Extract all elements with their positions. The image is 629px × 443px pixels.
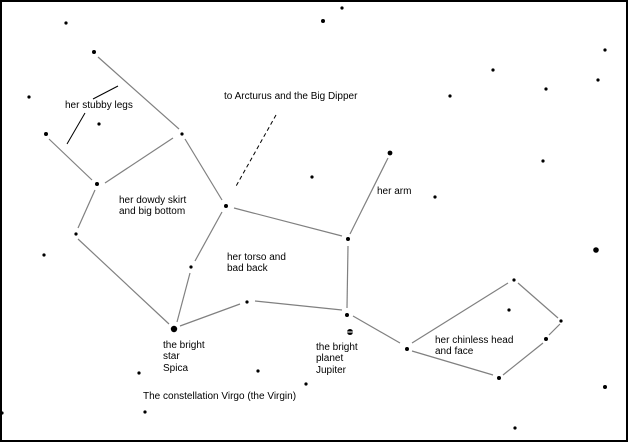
label-arm: her arm (377, 186, 411, 197)
star (64, 21, 68, 25)
star (433, 195, 437, 199)
star (603, 48, 607, 52)
diagram-title: The constellation Virgo (the Virgin) (143, 391, 296, 402)
label-spica-2: star (163, 351, 180, 362)
label-skirt-2: and big bottom (119, 206, 185, 217)
constellation-lines (48, 56, 561, 376)
label-torso-2: bad back (227, 263, 269, 274)
star (507, 308, 511, 312)
stars (0, 6, 607, 430)
label-arcturus: to Arcturus and the Big Dipper (224, 91, 358, 102)
line (233, 207, 343, 237)
star (137, 371, 141, 375)
line (104, 137, 174, 184)
star (27, 95, 31, 99)
label-skirt-1: her dowdy skirt (119, 195, 186, 206)
star (544, 337, 548, 341)
star (544, 87, 548, 91)
star (95, 182, 99, 186)
star (143, 410, 147, 414)
star (245, 300, 249, 304)
star (559, 319, 563, 323)
star (593, 247, 599, 253)
line (346, 245, 349, 309)
label-jupiter-3: Jupiter (316, 365, 347, 376)
pointer-lines (66, 85, 277, 189)
labels: her stubby legs to Arcturus and the Big … (65, 91, 513, 402)
star (304, 382, 308, 386)
line (48, 138, 93, 181)
line (179, 303, 241, 327)
star (0, 411, 4, 415)
star (405, 347, 409, 351)
star (321, 19, 325, 23)
star (310, 175, 314, 179)
line (184, 138, 223, 201)
star (189, 265, 193, 269)
star (224, 204, 228, 208)
label-head-2: and face (435, 346, 474, 357)
star (513, 426, 517, 430)
line (176, 272, 191, 323)
label-head-1: her chinless head (435, 335, 513, 346)
line (411, 350, 494, 376)
star (44, 132, 48, 136)
star (42, 253, 46, 257)
star (346, 237, 350, 241)
legs-pointer (66, 112, 86, 145)
star (345, 313, 349, 317)
line (411, 282, 509, 344)
line (77, 189, 96, 229)
star (497, 376, 501, 380)
star (448, 94, 452, 98)
star (340, 6, 344, 10)
star (74, 232, 78, 236)
line (548, 323, 561, 336)
label-spica-1: the bright (163, 340, 205, 351)
star-spica (170, 325, 178, 333)
jupiter-icon (346, 329, 354, 335)
label-legs: her stubby legs (65, 100, 133, 111)
star (180, 132, 184, 136)
line (77, 238, 170, 325)
star (92, 50, 96, 54)
label-spica-3: Spica (163, 363, 188, 374)
star (596, 78, 600, 82)
line (349, 157, 389, 235)
star (256, 369, 260, 373)
line (517, 282, 559, 319)
star (491, 68, 495, 72)
star (603, 385, 607, 389)
label-jupiter-2: planet (316, 353, 343, 364)
label-jupiter-1: the bright (316, 342, 358, 353)
line (502, 342, 544, 376)
label-torso-1: her torso and (227, 252, 286, 263)
line (352, 315, 401, 344)
star (512, 278, 516, 282)
line (254, 300, 343, 311)
star (387, 150, 393, 156)
line (194, 211, 223, 262)
star (97, 122, 101, 126)
legs-pointer (92, 85, 119, 100)
line (97, 56, 180, 130)
star (541, 159, 545, 163)
